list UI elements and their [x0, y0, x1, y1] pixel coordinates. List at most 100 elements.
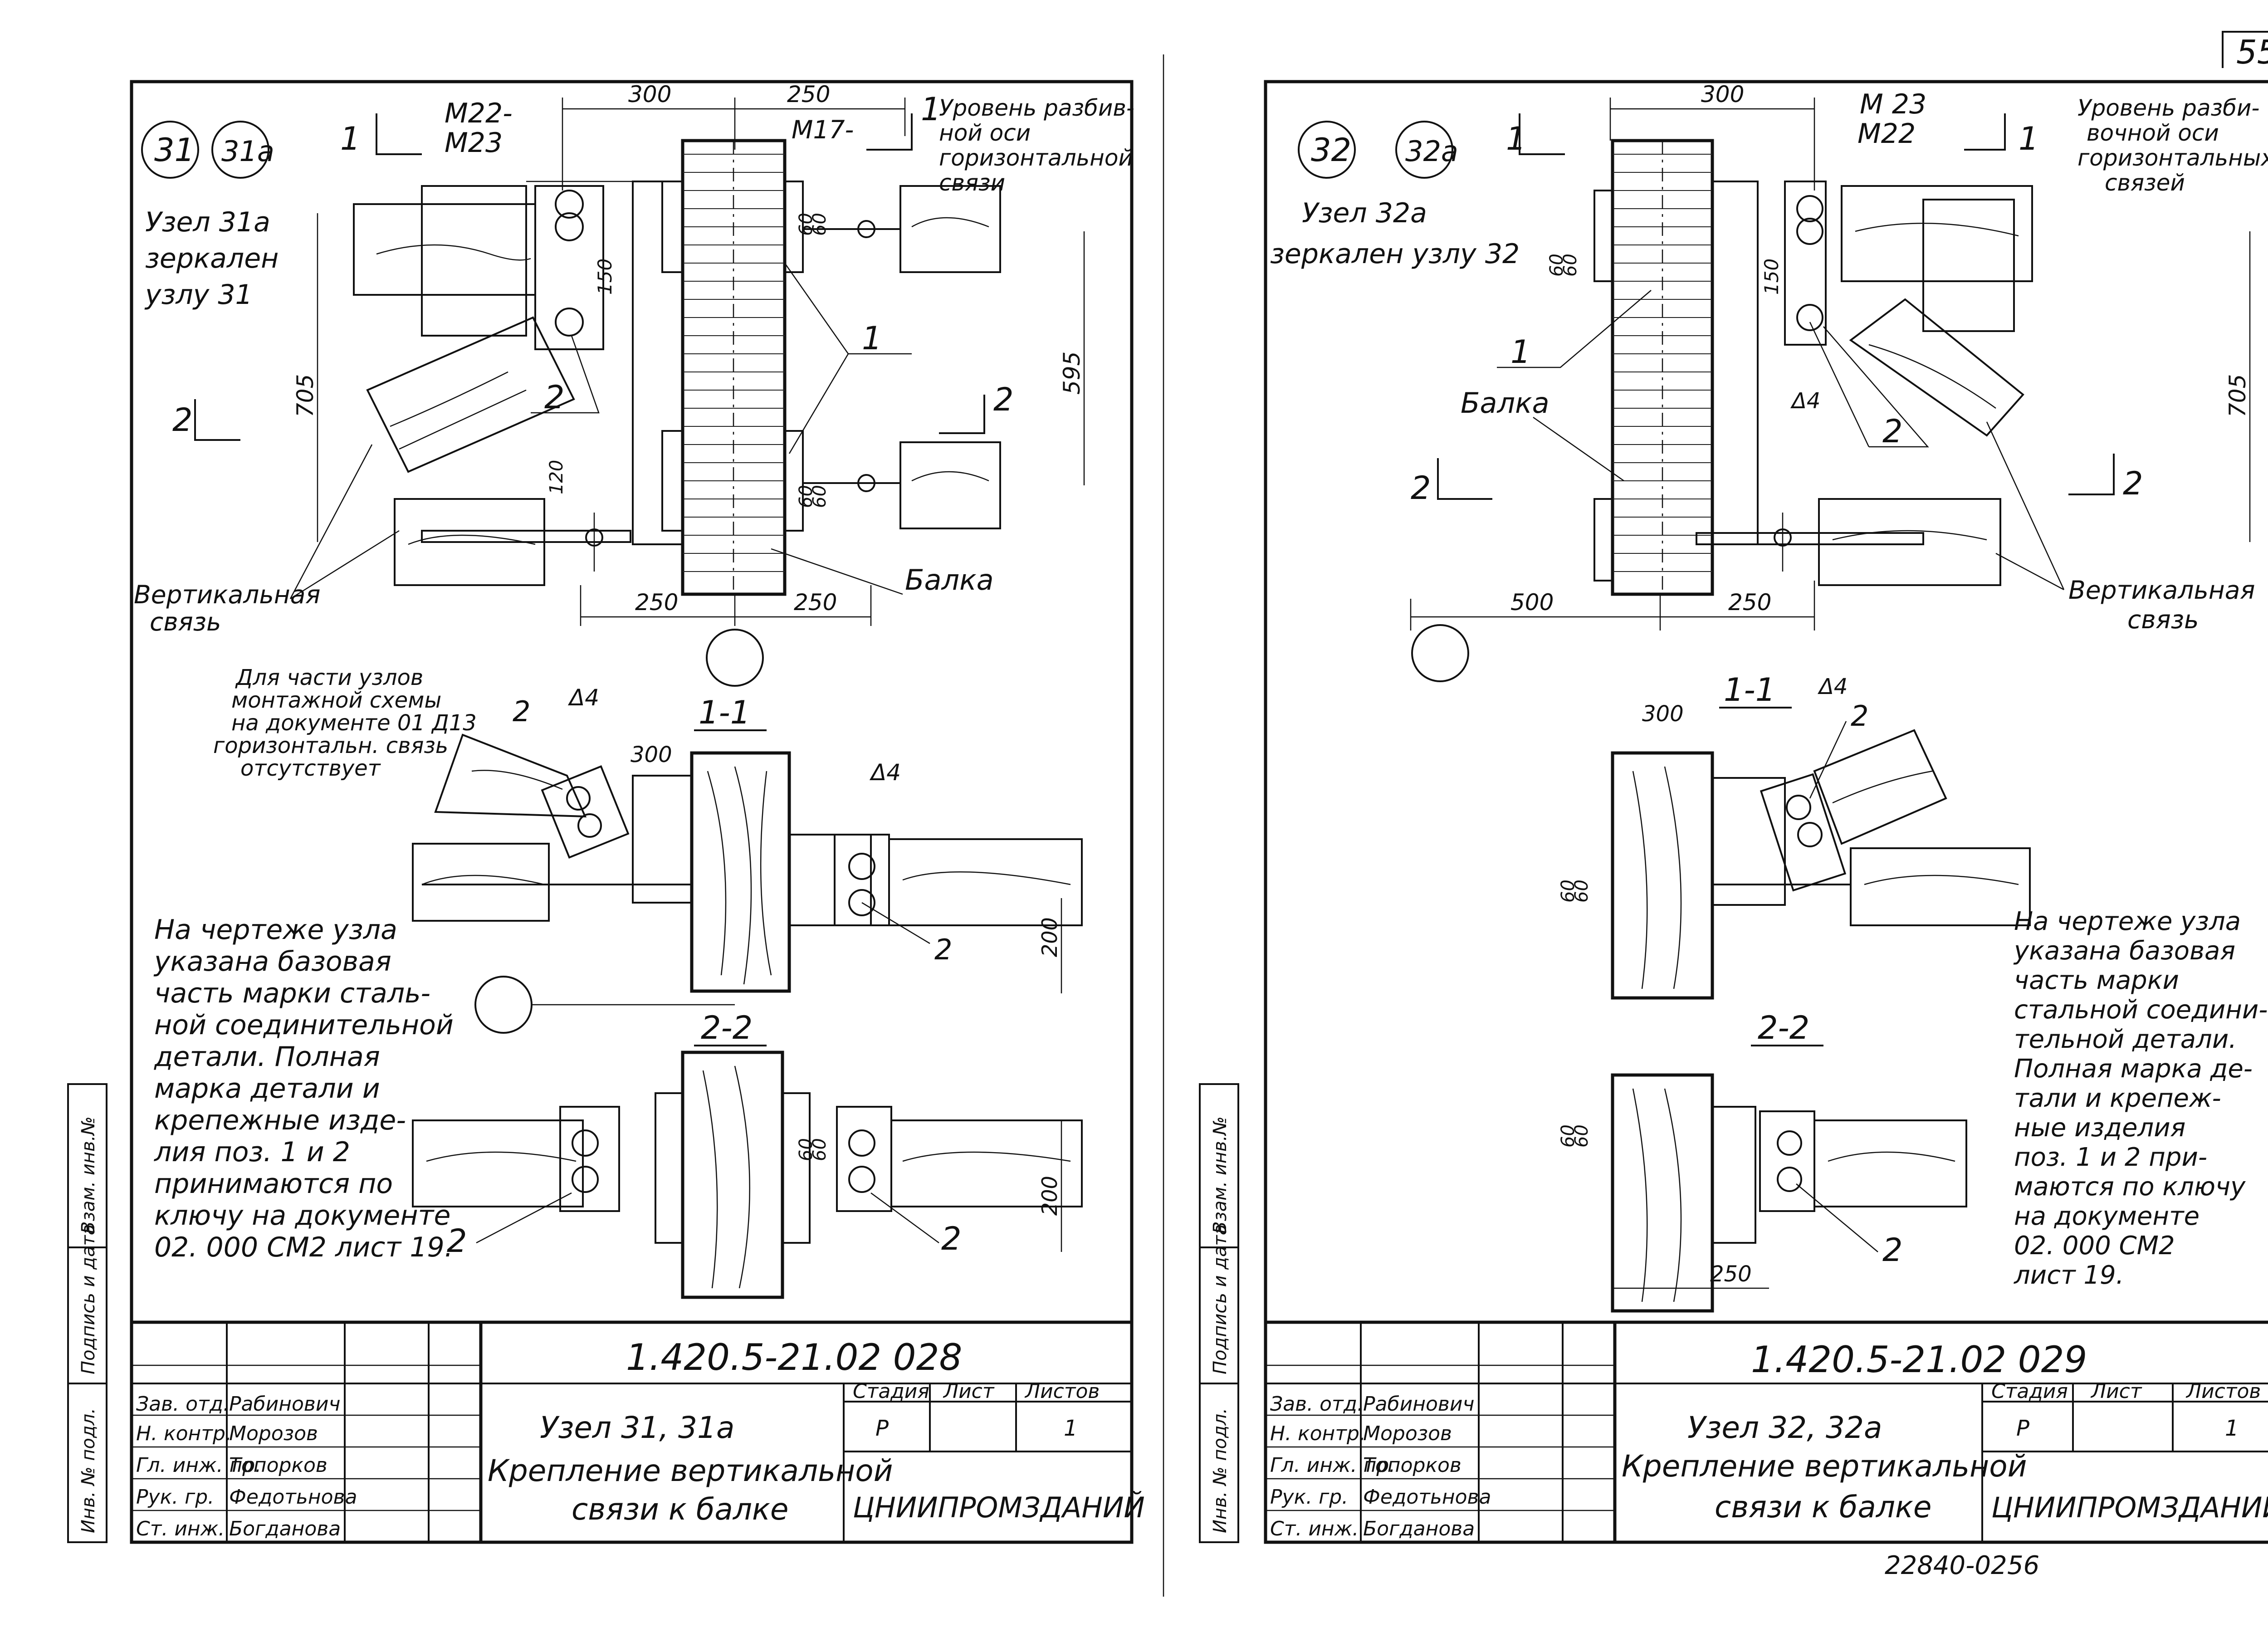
left-sheet-frame — [130, 80, 1134, 1544]
section-mark-r1-left: 1 — [1506, 120, 1526, 157]
stamp-vzam: Взам. инв.№ — [78, 1116, 99, 1234]
dim-150-r: 150 — [1760, 259, 1783, 295]
stage-label-right: Стадия — [1991, 1380, 2068, 1403]
callout-2-r-a: 2 — [1882, 413, 1903, 450]
beam-label-left: Балка — [905, 563, 994, 596]
name-2-left: Морозов — [229, 1422, 318, 1445]
main-note-r-4: стальной соедини- — [2014, 995, 2268, 1025]
left-sheet: Взам. инв.№ Подпись и дата Инв. № подл. … — [67, 80, 1145, 1544]
vertical-brace-r-2: связь — [2127, 605, 2199, 634]
section-mark-2-left: 2 — [172, 401, 193, 439]
main-note-r-13: лист 19. — [2014, 1261, 2124, 1290]
level-note-r-4: связей — [2105, 170, 2185, 196]
dim-60-r5: 60 — [1558, 1124, 1579, 1148]
main-note-4: ной соединительной — [154, 1009, 454, 1041]
bottom-page: 56 — [2007, 1551, 2039, 1580]
vertical-brace-2: связь — [150, 607, 221, 636]
dim-595: 595 — [1059, 352, 1085, 395]
weld-d4-r-b: Δ4 — [1817, 674, 1848, 699]
callout-2-d: 2 — [447, 1222, 467, 1260]
dim-300-r-sec: 300 — [1642, 701, 1684, 727]
part-note-5: отсутствует — [240, 756, 381, 781]
role-5-left: Ст. инж. — [136, 1517, 225, 1540]
part-note-4: горизонтальн. связь — [213, 733, 448, 758]
weld-d4-left-b: Δ4 — [869, 759, 901, 786]
org-left: ЦНИИПРОМЗДАНИЙ — [853, 1491, 1145, 1524]
dim-60a: 60 — [796, 213, 816, 236]
page-number-box: 55 — [2222, 31, 2268, 71]
dim-60-r2: 60 — [1560, 254, 1581, 277]
section-mark-r1-right: 1 — [2019, 120, 2039, 157]
section-1-1-left-drawing: 200 2 — [412, 733, 1083, 993]
dim-60-r1: 60 — [1546, 254, 1567, 277]
main-note-r-2: указана базовая — [2013, 936, 2235, 966]
dim-200-b: 200 — [1037, 1176, 1062, 1216]
main-note-r-5: тельной детали. — [2014, 1025, 2237, 1054]
pointer-circle-top-right — [1411, 624, 1469, 682]
sheet-label-right: Лист — [2090, 1380, 2142, 1403]
name-3-left: Топорков — [229, 1454, 327, 1477]
sheets-label-left: Листов — [1024, 1380, 1100, 1403]
dim-60d: 60 — [809, 485, 830, 508]
section-mark-1-right: 1 — [921, 91, 941, 128]
title-right-2: Крепление вертикальной — [1622, 1449, 2027, 1484]
main-note-r-7: тали и крепеж- — [2014, 1084, 2221, 1113]
page-number: 55 — [2236, 33, 2268, 71]
level-note-2: ной оси — [939, 120, 1031, 146]
main-note-11: 02. 000 СМ2 лист 19. — [154, 1232, 453, 1263]
role-3-left: Гл. инж. пр. — [136, 1454, 261, 1477]
dim-60b: 60 — [809, 213, 830, 236]
level-note-1: Уровень разбив- — [939, 95, 1134, 121]
dim-60-r6: 60 — [1571, 1124, 1592, 1148]
mirror-note-r-2: зеркален узлу 32 — [1270, 238, 1520, 270]
node-32: 32 — [1311, 132, 1351, 169]
section-title-1-1-left: 1-1 — [699, 694, 750, 731]
pointer-circle-top-left — [706, 629, 764, 687]
section-title-1-1-r: 1-1 — [1724, 671, 1775, 709]
name-5-left: Богданова — [229, 1517, 341, 1540]
beam-label-right: Балка — [1461, 386, 1549, 420]
section-1-1-right-drawing: 60 60 2 — [1558, 699, 2031, 1000]
part-note-1: Для части узлов — [235, 665, 423, 690]
stamp-podpis: Подпись и дата — [78, 1224, 99, 1374]
section-mark-r2-right: 2 — [2123, 465, 2143, 502]
dim-300-r-top: 300 — [1701, 81, 1744, 108]
dim-250-r: 250 — [1728, 589, 1771, 616]
stage-left: Р — [875, 1416, 889, 1441]
main-note-8: лия поз. 1 и 2 — [154, 1136, 350, 1168]
dim-60e: 60 — [796, 1138, 816, 1161]
title-left-1: Узел 31, 31а — [540, 1410, 734, 1445]
weld-d4-r-a: Δ4 — [1790, 388, 1820, 414]
right-sheet: Взам. инв.№ Подпись и дата Инв. № подл. … — [1199, 80, 2268, 1544]
main-note-10: ключу на документе — [154, 1200, 450, 1232]
dim-200-a: 200 — [1037, 917, 1062, 957]
stage-label-left: Стадия — [853, 1380, 929, 1403]
bolt-label-m23-r: M 23 — [1860, 88, 1926, 120]
weld-d4-left-a: Δ4 — [567, 684, 599, 711]
role-4-right: Рук. гр. — [1270, 1486, 1348, 1509]
sheet-label-left: Лист — [943, 1380, 995, 1403]
role-2-right: Н. контр. — [1270, 1422, 1366, 1445]
main-note-1: На чертеже узла — [154, 914, 397, 946]
beam-right — [1611, 139, 1714, 596]
dim-250-b2: 250 — [794, 589, 837, 616]
bolt-label-m17: M17- — [792, 115, 854, 144]
callout-2-r-b: 2 — [1851, 699, 1868, 733]
main-note-r-9: поз. 1 и 2 при- — [2014, 1143, 2207, 1172]
title-right-3: связи к балке — [1715, 1490, 1932, 1525]
dim-250-b1: 250 — [635, 589, 678, 616]
main-note-r-10: маются по ключу — [2014, 1172, 2246, 1202]
dim-500-r: 500 — [1510, 589, 1554, 616]
level-note-r-3: горизонтальных — [2077, 145, 2268, 171]
dim-150: 150 — [594, 259, 616, 295]
callout-2-b: 2 — [513, 695, 530, 728]
dim-250-top: 250 — [787, 81, 830, 108]
name-1-left: Рабинович — [229, 1393, 340, 1416]
inclined-brace-left — [366, 316, 575, 473]
main-note-r-3: часть марки — [2014, 966, 2179, 995]
section-2-2-left-drawing: 200 60 60 2 2 — [412, 1051, 1083, 1299]
level-note-4: связи — [939, 170, 1005, 196]
section-2-2-right-drawing: 60 60 250 2 — [1558, 1073, 1967, 1313]
doc-code-right: 1.420.5-21.02 029 — [1751, 1339, 2087, 1381]
stamp-vzam-r: Взам. инв.№ — [1210, 1116, 1231, 1234]
